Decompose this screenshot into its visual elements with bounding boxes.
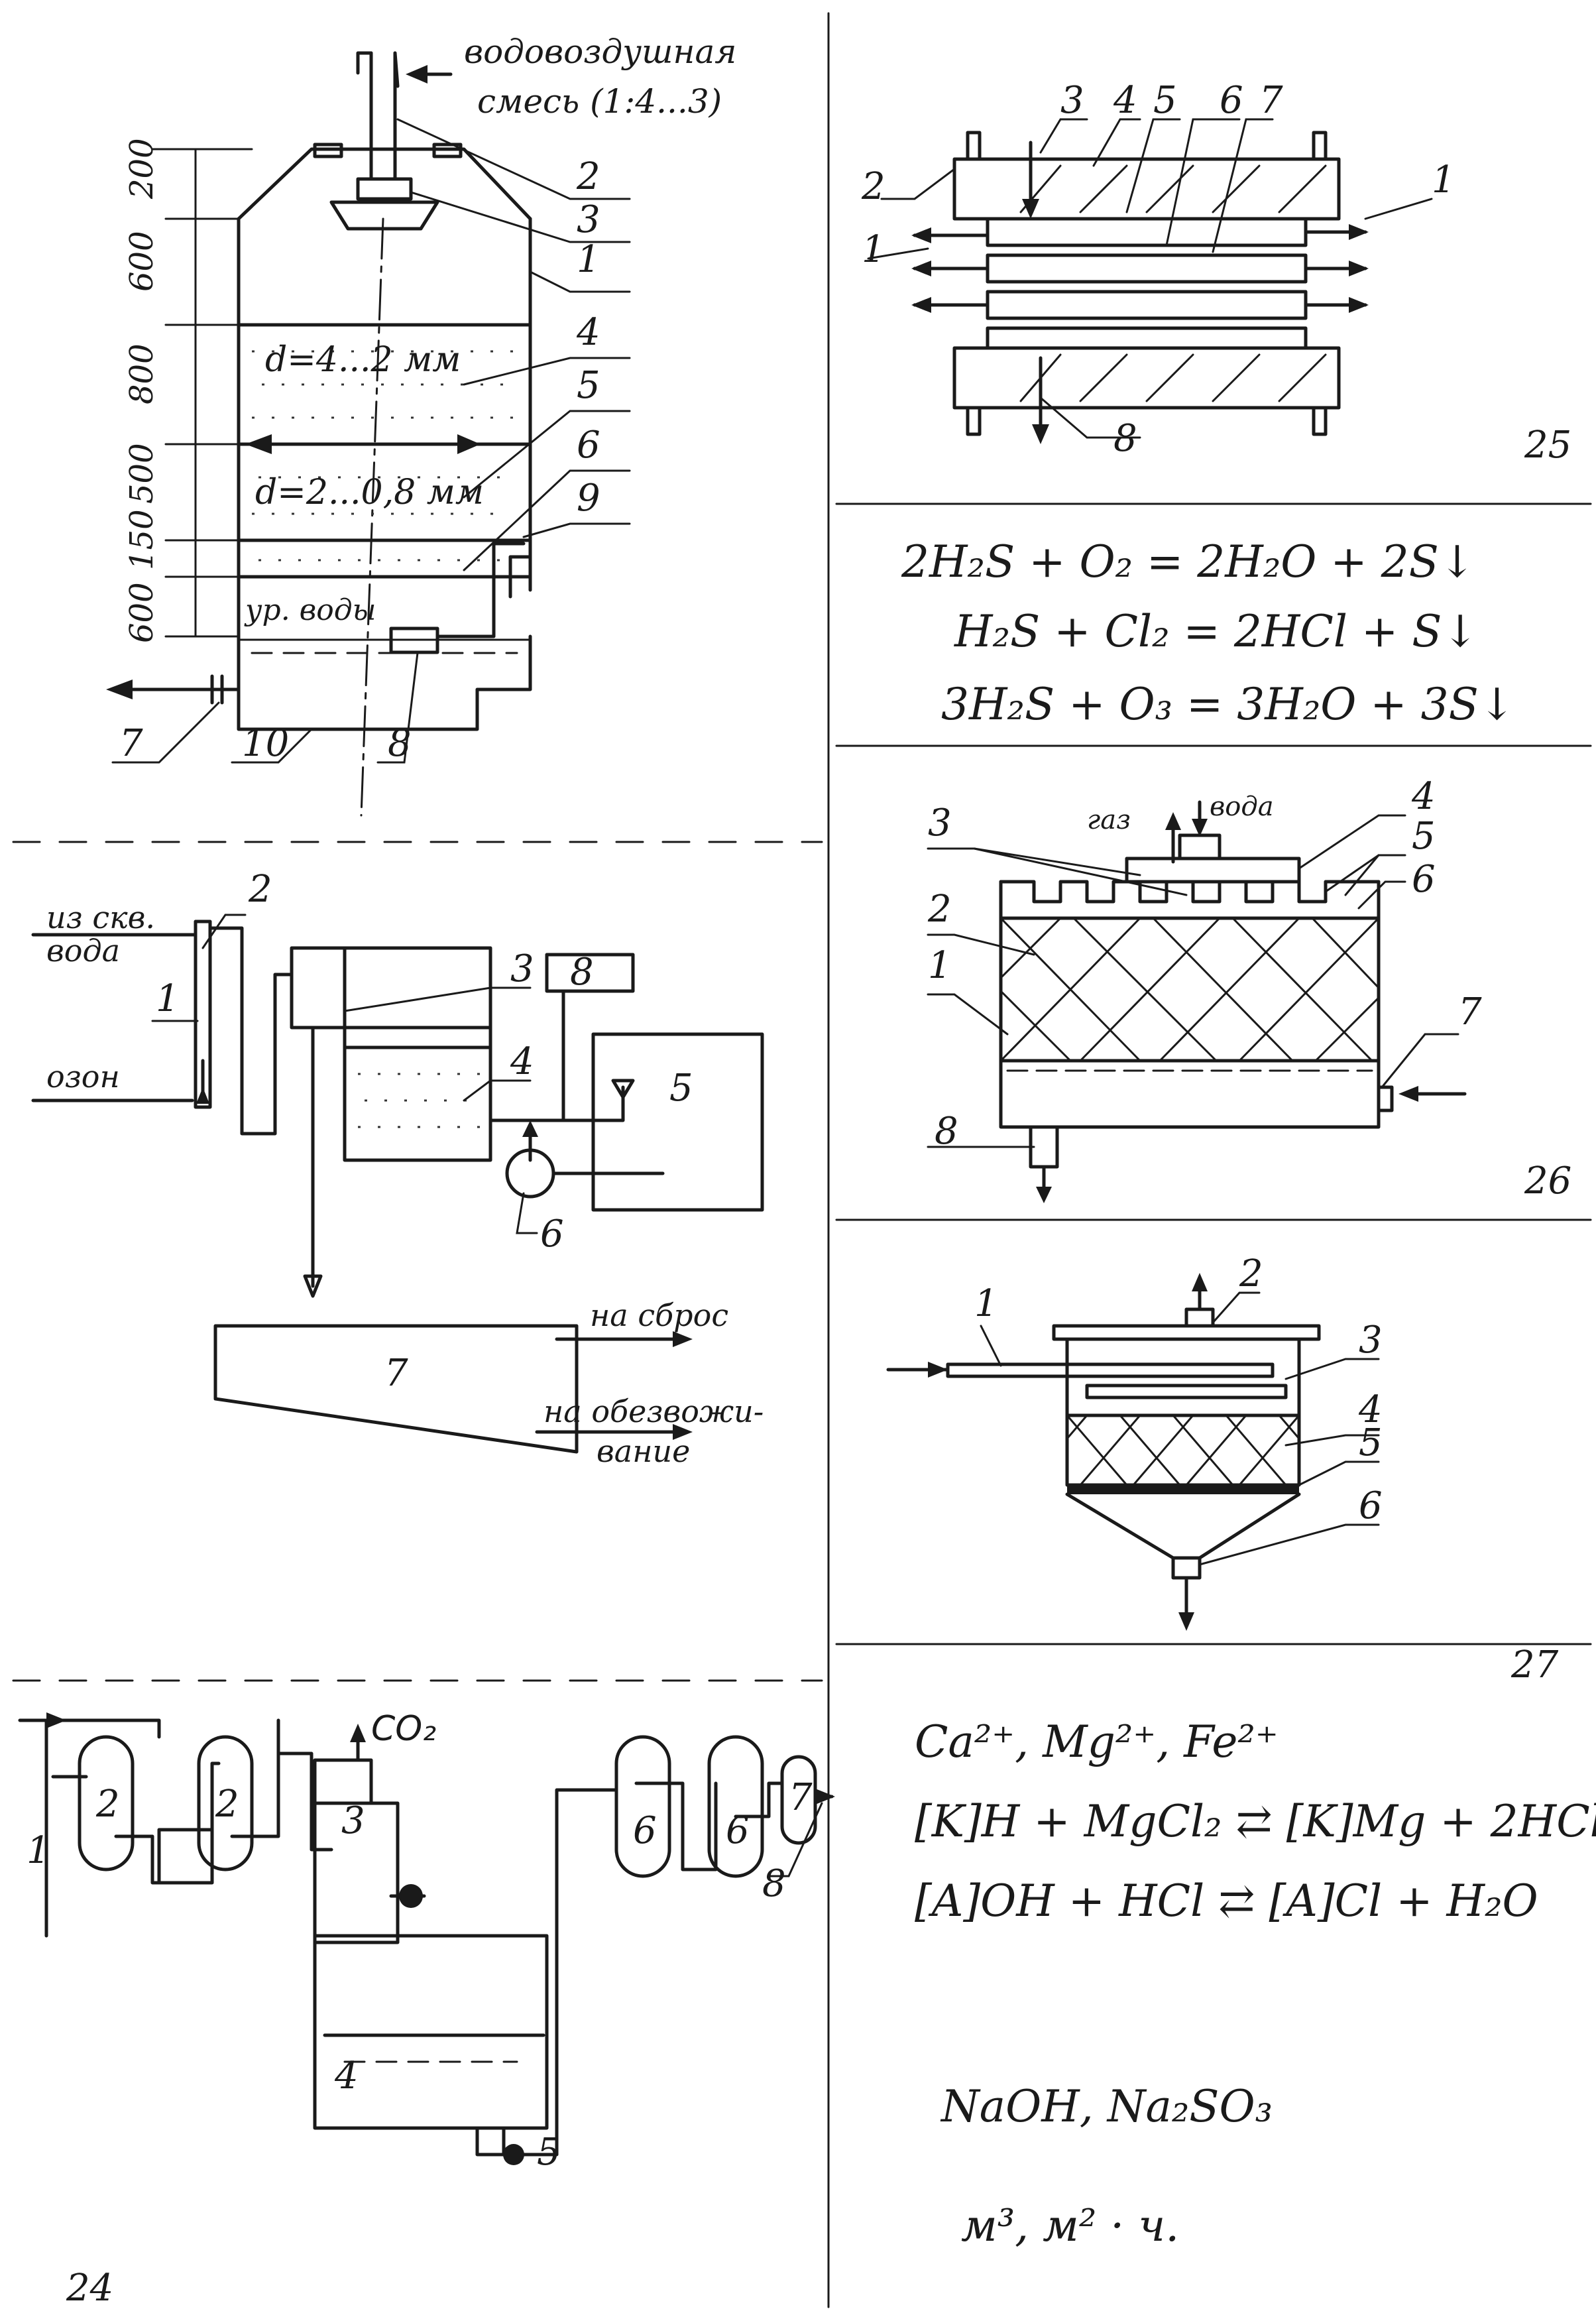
fig2-label-7: 7 [1259, 79, 1283, 122]
fig1-label-3: 3 [577, 198, 600, 241]
fig3-label-8: 8 [935, 1110, 958, 1153]
fig3-label-2: 2 [927, 888, 952, 931]
fig4-source-line2: вода [46, 933, 120, 969]
page-dividers [12, 12, 1592, 2308]
fig4-label-1: 1 [156, 977, 180, 1020]
fig6-label-7: 7 [789, 1776, 813, 1819]
fig2-label-6: 6 [1220, 79, 1243, 122]
fig1-label-10: 10 [242, 722, 289, 765]
fig4-label-8: 8 [570, 951, 594, 994]
fig4-label-5: 5 [669, 1067, 693, 1110]
equation-h2s-oxygen: 2H₂S + O₂ = 2H₂O + 2S↓ [901, 536, 1475, 587]
fig4-ozone: озон [46, 1059, 120, 1095]
fig1-label-4: 4 [576, 311, 600, 354]
fig4-source-line1: из скв. [46, 900, 155, 935]
equation-cation-exchange: [K]H + MgCl₂ ⇄ [K]Mg + 2HCl [915, 1796, 1596, 1847]
fig1-label-5: 5 [577, 364, 600, 407]
reagents: NaOH, Na₂SO₃ [940, 2081, 1273, 2132]
fig6-label-2a: 2 [95, 1783, 120, 1826]
fig3-label-4: 4 [1411, 775, 1436, 818]
ion-exchange-equations: Ca²⁺, Mg²⁺, Fe²⁺ [K]H + MgCl₂ ⇄ [K]Mg + … [915, 1716, 1596, 2251]
fig1-label-9: 9 [577, 477, 600, 520]
fig4-label-4: 4 [510, 1040, 534, 1083]
fig5-label-5: 5 [1359, 1421, 1383, 1464]
fig6-label-6b: 6 [726, 1809, 750, 1852]
fig5-label-3: 3 [1359, 1319, 1383, 1362]
fig2-label-3: 3 [1060, 79, 1084, 122]
figure-plate-apparatus: 2 3 4 5 6 7 8 1 1 25 [861, 79, 1571, 467]
figure-aeration-filter: водовоздушная смесь (1:4...3) 200 600 80… [106, 32, 736, 817]
fig1-grain-upper: d=4...2 мм [265, 340, 461, 380]
fig3-label-1: 1 [928, 944, 952, 987]
fig4-label-6: 6 [540, 1213, 564, 1256]
fig3-label-7: 7 [1458, 990, 1482, 1034]
fig4-label-2: 2 [248, 868, 272, 911]
fig6-label-4: 4 [334, 2054, 359, 2098]
fig1-dim-500: 500 [123, 443, 160, 504]
fig5-label-6: 6 [1359, 1484, 1383, 1527]
fig1-dim-200: 200 [123, 138, 160, 200]
fig1-label-2: 2 [576, 155, 600, 198]
fig2-label-1-right: 1 [1432, 158, 1455, 202]
fig4-label-3: 3 [510, 947, 534, 990]
fig3-label-3: 3 [928, 801, 952, 845]
fig6-label-8: 8 [762, 1862, 786, 1905]
figure-ozonation-scheme: из скв. вода озон на сброс на обезвожи- … [31, 868, 764, 1469]
fig1-dim-800: 800 [123, 343, 160, 404]
fig3-label-5: 5 [1412, 815, 1436, 858]
h2s-equations: 2H₂S + O₂ = 2H₂O + 2S↓ H₂S + Cl₂ = 2HCl … [901, 536, 1515, 730]
equation-h2s-ozone: 3H₂S + O₃ = 3H₂O + 3S↓ [941, 679, 1515, 730]
fig6-label-6a: 6 [633, 1809, 657, 1852]
fig2-label-1-left: 1 [862, 228, 885, 271]
figure-conical-filter: 1 2 3 4 5 6 27 [886, 1252, 1559, 1687]
fig2-label-5: 5 [1153, 79, 1177, 122]
fig1-label-8: 8 [388, 722, 412, 765]
fig2-page-mark: 25 [1524, 424, 1571, 467]
fig2-label-2: 2 [861, 165, 885, 208]
equation-h2s-chlorine: H₂S + Cl₂ = 2HCl + S↓ [954, 606, 1479, 657]
fig6-co2: CO₂ [371, 1709, 436, 1749]
fig4-to-dewatering-2: вание [597, 1433, 690, 1469]
fig6-label-1: 1 [27, 1829, 50, 1872]
fig1-inlet-line1: водовоздушная [464, 32, 736, 71]
fig1-dim-600b: 600 [123, 582, 160, 643]
fig4-label-7: 7 [384, 1352, 408, 1395]
figure-ion-exchange-plant: CO₂ 1 2 2 3 4 5 6 6 7 8 24 [18, 1709, 835, 2310]
figure-biofilter-tray: газ вода 1 2 3 4 5 6 7 8 26 [927, 775, 1571, 1203]
fig6-label-3: 3 [341, 1799, 365, 1842]
fig4-to-dewatering-1: на обезвожи- [543, 1394, 764, 1429]
fig5-label-4: 4 [1358, 1388, 1383, 1431]
fig5-label-1: 1 [974, 1282, 998, 1325]
fig1-grain-lower: d=2...0,8 мм [255, 473, 484, 512]
fig3-label-6: 6 [1412, 858, 1436, 901]
fig5-page-mark: 27 [1510, 1643, 1559, 1687]
fig6-label-5: 5 [537, 2131, 561, 2174]
fig1-dim-600: 600 [123, 231, 160, 292]
fig1-label-6: 6 [577, 424, 600, 467]
fig3-gas-label: газ [1087, 805, 1131, 835]
fig1-label-1: 1 [577, 238, 600, 281]
fig3-water-label: вода [1210, 792, 1274, 822]
fig1-label-7: 7 [119, 722, 143, 765]
fig1-inlet-line2: смесь (1:4...3) [477, 82, 722, 121]
fig3-page-mark: 26 [1524, 1159, 1571, 1203]
ions-list: Ca²⁺, Mg²⁺, Fe²⁺ [915, 1716, 1279, 1767]
fig1-dim-150: 150 [123, 509, 160, 570]
fig6-label-2b: 2 [215, 1783, 239, 1826]
fig4-to-discharge: на сброс [590, 1297, 728, 1333]
fig1-water-level: ур. воды [244, 593, 376, 627]
fig2-label-4: 4 [1113, 79, 1137, 122]
fig5-label-2: 2 [1239, 1252, 1263, 1295]
fig6-page-mark: 24 [66, 2267, 113, 2310]
equation-anion-exchange: [A]OH + HCl ⇄ [A]Cl + H₂O [915, 1875, 1538, 1927]
fig2-label-8: 8 [1113, 417, 1137, 460]
units: м³, м² · ч. [961, 2200, 1179, 2251]
